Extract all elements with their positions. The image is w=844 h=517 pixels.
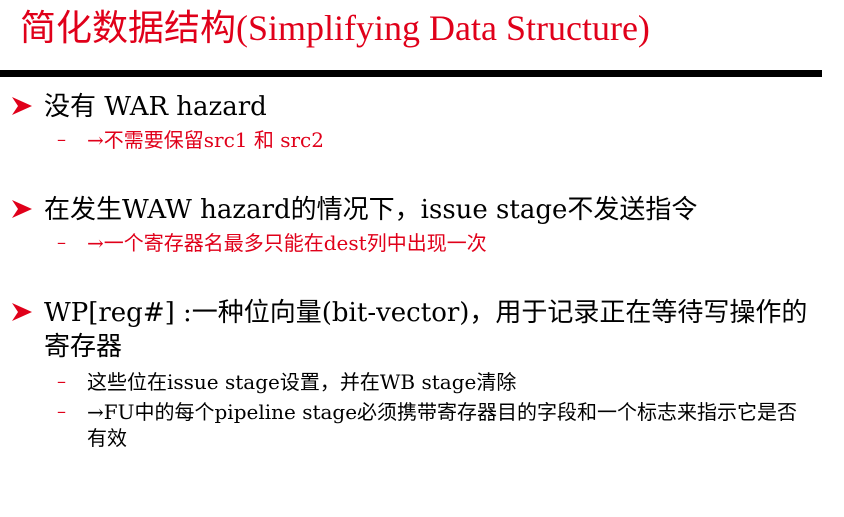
bullet-text: WP[reg#] :一种位向量(bit-vector)，用于记录正在等待写操作的… [44,298,808,362]
arrow-bullet-icon [10,90,34,120]
bullet-item: WP[reg#] :一种位向量(bit-vector)，用于记录正在等待写操作的… [10,296,814,364]
sub-bullet-item: – →不需要保留src1 和 src2 [57,127,324,153]
arrow-bullet-icon [10,193,34,223]
title-divider [0,70,822,77]
dash-marker: – [57,232,66,253]
sub-bullet-item: – →一个寄存器名最多只能在dest列中出现一次 [57,230,487,256]
sub-bullet-text: →不需要保留src1 和 src2 [87,128,324,152]
dash-marker: – [57,401,66,422]
bullet-item: 没有 WAR hazard [10,90,267,124]
sub-bullet-item: – 这些位在issue stage设置，并在WB stage清除 [57,369,516,395]
sub-bullet-text: →一个寄存器名最多只能在dest列中出现一次 [87,231,487,255]
dash-marker: – [57,371,66,392]
dash-marker: – [57,129,66,150]
sub-bullet-text: 这些位在issue stage设置，并在WB stage清除 [87,370,517,394]
bullet-text: 没有 WAR hazard [44,92,267,122]
bullet-text: 在发生WAW hazard的情况下，issue stage不发送指令 [44,195,698,225]
bullet-item: 在发生WAW hazard的情况下，issue stage不发送指令 [10,193,697,227]
slide-title: 简化数据结构(Simplifying Data Structure) [20,8,650,48]
sub-bullet-item: – →FU中的每个pipeline stage必须携带寄存器目的字段和一个标志来… [57,399,817,451]
sub-bullet-text: →FU中的每个pipeline stage必须携带寄存器目的字段和一个标志来指示… [87,400,798,450]
arrow-bullet-icon [10,296,34,326]
